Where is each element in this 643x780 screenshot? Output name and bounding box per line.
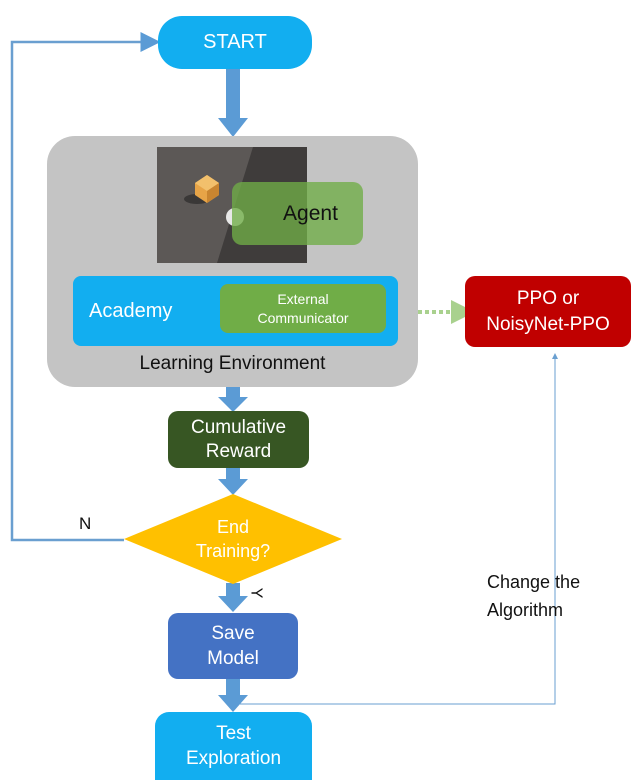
- test-exploration-label: Test Exploration: [185, 723, 282, 769]
- start-node: START: [158, 16, 312, 69]
- edge-label-no: N: [79, 514, 92, 533]
- cumulative-reward-label: Cumulative Reward: [190, 416, 287, 462]
- external-communicator-label: External Communicator: [257, 290, 349, 326]
- test-exploration-node: Test Exploration: [155, 712, 312, 780]
- edge-label-change-algorithm: Change the Algorithm: [487, 572, 581, 620]
- start-label: START: [203, 31, 267, 53]
- cumulative-reward-node: Cumulative Reward: [168, 411, 309, 468]
- learning-environment-label: Learning Environment: [139, 353, 326, 374]
- edge-label-yes: Y: [247, 587, 265, 599]
- arrow-decision-to-save: [218, 583, 248, 612]
- ppo-node: PPO or NoisyNet-PPO: [465, 276, 631, 347]
- arrow-save-to-test: [218, 678, 248, 712]
- arrow-reward-to-decision: [218, 468, 248, 495]
- academy-label: Academy: [89, 299, 173, 322]
- end-training-node: End Training?: [124, 494, 342, 584]
- agent-label: Agent: [283, 201, 338, 225]
- ppo-label: PPO or NoisyNet-PPO: [486, 287, 610, 335]
- arrow-env-to-reward: [218, 386, 248, 412]
- end-training-diamond: [124, 494, 342, 584]
- agent-node: Agent: [232, 182, 363, 245]
- external-communicator-node: External Communicator: [220, 284, 386, 333]
- edge-change-algorithm: [240, 353, 558, 705]
- save-model-node: Save Model: [168, 613, 298, 679]
- arrow-start-to-env: [218, 68, 248, 137]
- end-training-label: End Training?: [195, 517, 271, 561]
- save-model-label: Save Model: [207, 623, 259, 669]
- edge-no-loop: [10, 32, 161, 542]
